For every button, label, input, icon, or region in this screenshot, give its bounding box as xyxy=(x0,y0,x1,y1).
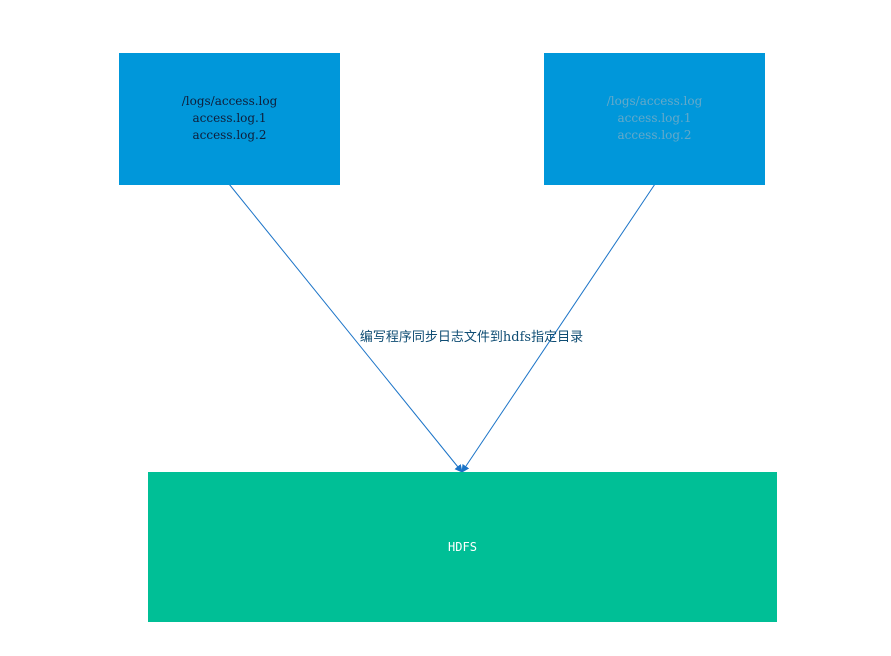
hdfs-target-box[interactable]: HDFS xyxy=(148,472,777,622)
sync-edge-label: 编写程序同步日志文件到hdfs指定目录 xyxy=(359,330,584,345)
left-to-hdfs-arrow[interactable] xyxy=(228,183,463,473)
log-source-left[interactable]: /logs/access.log access.log.1 access.log… xyxy=(119,53,340,185)
log-file-line: access.log.2 xyxy=(192,127,267,142)
log-file-line: access.log.2 xyxy=(617,127,692,142)
log-file-line: /logs/access.log xyxy=(181,93,278,108)
hdfs-label: HDFS xyxy=(448,540,477,554)
log-file-line: access.log.1 xyxy=(617,110,692,125)
log-file-line: access.log.1 xyxy=(192,110,267,125)
log-source-right[interactable]: /logs/access.log access.log.1 access.log… xyxy=(544,53,765,185)
log-file-line: /logs/access.log xyxy=(606,93,703,108)
right-to-hdfs-arrow[interactable] xyxy=(461,183,656,473)
